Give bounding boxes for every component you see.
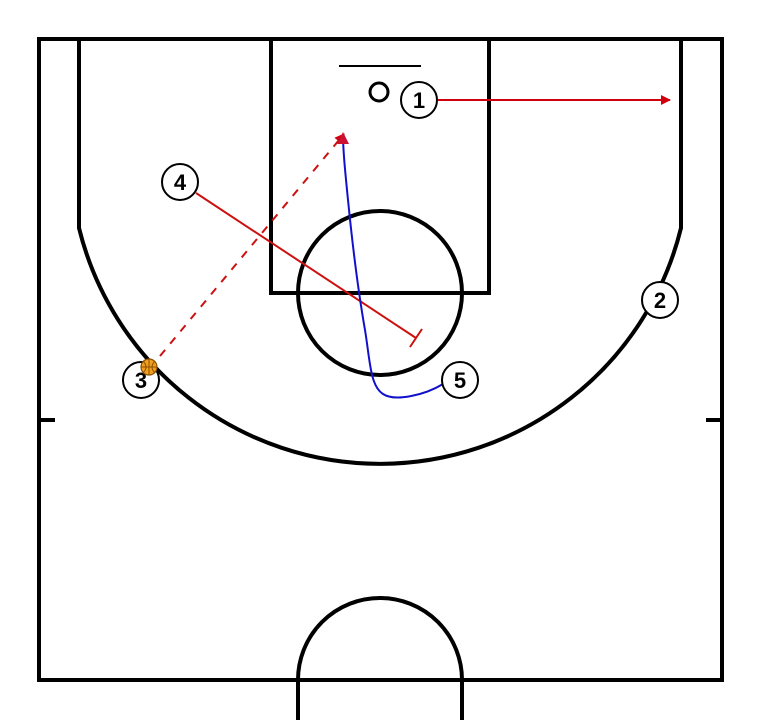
pass-line-player-3 xyxy=(159,133,345,357)
court-boundary xyxy=(37,37,724,682)
paint-area xyxy=(269,37,491,295)
screen-line-player-4 xyxy=(195,192,417,339)
player-2: 2 xyxy=(641,281,679,319)
player-4-label: 4 xyxy=(174,170,187,195)
player-1: 1 xyxy=(400,81,438,119)
player-5: 5 xyxy=(441,361,479,399)
player-4: 4 xyxy=(161,163,199,201)
three-point-line xyxy=(77,39,683,466)
cut-arrow-player-5 xyxy=(337,132,444,399)
player-3-label: 3 xyxy=(135,368,147,393)
basketball-icon xyxy=(140,358,158,376)
screen-bar-player-4 xyxy=(409,328,423,348)
free-throw-circle xyxy=(296,209,464,377)
center-circle xyxy=(296,596,464,720)
player-5-label: 5 xyxy=(454,368,466,393)
hoop xyxy=(368,81,390,103)
player-2-label: 2 xyxy=(654,288,666,313)
player-1-label: 1 xyxy=(413,88,425,113)
